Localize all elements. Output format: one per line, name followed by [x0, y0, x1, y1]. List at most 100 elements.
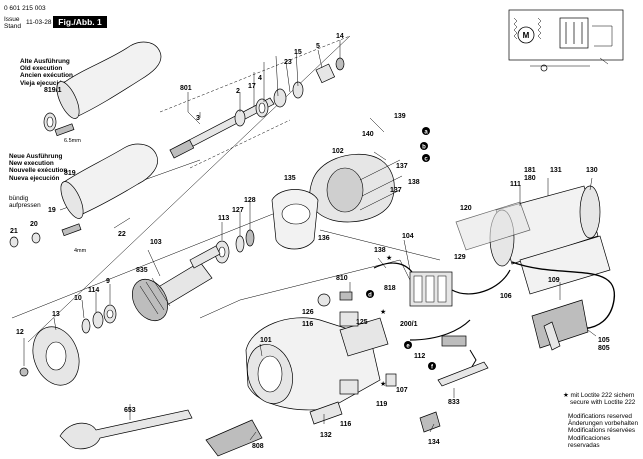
- callout-9: 9: [106, 278, 110, 285]
- callout-109: 109: [548, 277, 560, 284]
- letter-markers: a b c d e f: [366, 127, 436, 371]
- callout-10: 10: [74, 295, 82, 302]
- callout-835: 835: [136, 267, 148, 274]
- marker-e: e: [404, 341, 412, 350]
- new-execution-en: New execution: [9, 160, 54, 168]
- modifications-de: Änderungen vorbehalten: [568, 420, 638, 428]
- callout-130: 130: [586, 167, 598, 174]
- callout-135: 135: [284, 175, 296, 182]
- motor-label: M: [523, 31, 530, 40]
- marker-c: c: [422, 154, 430, 163]
- callout-113: 113: [218, 215, 229, 222]
- callout-114: 114: [88, 287, 99, 294]
- modifications-es: Modificaciones reservadas: [568, 434, 611, 449]
- bundig-line2: aufpressen: [9, 202, 41, 210]
- callout-20: 20: [30, 221, 38, 228]
- armature: [131, 245, 221, 322]
- leader-lines: [23, 40, 597, 441]
- callout-138: 138: [408, 179, 420, 186]
- callout-833: 833: [448, 399, 460, 406]
- callout-12: 12: [16, 329, 24, 336]
- callout-labels: 819/1 801 3 2 4 17 15 23 5 14 819 19 20 …: [10, 33, 610, 450]
- callout-105: 105: [598, 337, 610, 344]
- callout-119: 119: [376, 401, 387, 408]
- old-execution-fr: Ancien exécution: [20, 72, 73, 80]
- callout-129: 129: [454, 254, 466, 261]
- gear-flange: [19, 326, 80, 386]
- callout-137-upper: 137: [396, 163, 408, 170]
- callout-180: 180: [524, 175, 536, 182]
- star-markers: ★ ★ ★: [380, 254, 392, 388]
- handle-housing: [455, 185, 611, 295]
- svg-text:e: e: [406, 344, 410, 350]
- callout-21: 21: [10, 228, 18, 235]
- callout-137-lower: 137: [390, 187, 402, 194]
- gear-housing-new: [9, 143, 158, 248]
- callout-653: 653: [124, 407, 136, 414]
- callout-808: 808: [252, 443, 264, 450]
- dimension-4mm: 4mm: [74, 248, 87, 254]
- loctite-en: secure with Loctite 222: [570, 399, 636, 407]
- spindle-rings: [234, 57, 345, 127]
- armature-bearings: [214, 229, 255, 264]
- callout-127: 127: [232, 207, 244, 214]
- issue-date: 11-03-28: [26, 19, 52, 26]
- modifications-note: Modifications reserved Änderungen vorbeh…: [568, 413, 643, 449]
- loctite-note: ★ mit Loctite 222 sichern secure with Lo…: [563, 392, 635, 406]
- new-execution-note: Neue Ausführung New execution Nouvelle e…: [9, 153, 67, 182]
- callout-116: 116: [302, 321, 313, 328]
- star-marker: ★: [380, 308, 386, 316]
- marker-d: d: [366, 290, 374, 299]
- callout-2: 2: [236, 88, 240, 95]
- marker-f: f: [428, 362, 436, 371]
- old-execution-es: Vieja ejecución: [20, 79, 67, 87]
- svg-text:d: d: [368, 293, 372, 299]
- callout-138-switch: 138: [374, 247, 386, 254]
- stand-label: Stand: [4, 23, 21, 30]
- svg-text:b: b: [422, 145, 426, 151]
- switch-rod: [419, 361, 489, 433]
- issue-label: Issue: [4, 16, 20, 23]
- wrench: [59, 409, 193, 450]
- power-cable: [511, 261, 615, 351]
- bundig-note: bündig aufpressen: [9, 195, 41, 209]
- callout-106: 106: [500, 293, 512, 300]
- marker-b: b: [420, 142, 428, 151]
- loctite-de: mit Loctite 222 sichern: [570, 392, 635, 399]
- star-marker: ★: [380, 380, 386, 388]
- svg-text:a: a: [424, 130, 428, 136]
- callout-200-1: 200/1: [400, 321, 418, 328]
- small-bearings: [81, 304, 117, 334]
- new-execution-de: Neue Ausführung: [9, 153, 63, 160]
- old-execution-de: Alte Ausführung: [20, 58, 70, 65]
- callout-4: 4: [258, 75, 262, 82]
- callout-104: 104: [402, 233, 414, 240]
- callout-19: 19: [48, 207, 56, 214]
- marker-a: a: [422, 127, 430, 136]
- callout-107: 107: [396, 387, 408, 394]
- callout-801: 801: [180, 85, 192, 92]
- callout-111: 111: [510, 181, 521, 188]
- callout-140: 140: [362, 131, 374, 138]
- callout-181: 181: [524, 167, 536, 174]
- bundig-line1: bündig: [9, 195, 29, 202]
- callout-112: 112: [414, 353, 425, 360]
- new-execution-fr: Nouvelle exécution: [9, 167, 68, 175]
- old-execution-en: Old execution: [20, 65, 63, 73]
- callout-805: 805: [598, 345, 610, 352]
- callout-15: 15: [294, 49, 302, 56]
- field-stator: [309, 153, 403, 223]
- callout-134: 134: [428, 439, 440, 446]
- callout-139: 139: [394, 113, 406, 120]
- callout-120: 120: [460, 205, 472, 212]
- callout-128: 128: [244, 197, 256, 204]
- old-execution-note: Alte Ausführung Old execution Ancien exé…: [20, 58, 73, 87]
- figure-label: Fig./Abb. 1: [53, 16, 107, 28]
- callout-819: 819: [64, 170, 76, 177]
- callout-132: 132: [320, 432, 332, 439]
- svg-text:c: c: [424, 157, 428, 163]
- cover-plates: [205, 401, 343, 457]
- modifications-fr: Modifications réservées: [568, 427, 636, 435]
